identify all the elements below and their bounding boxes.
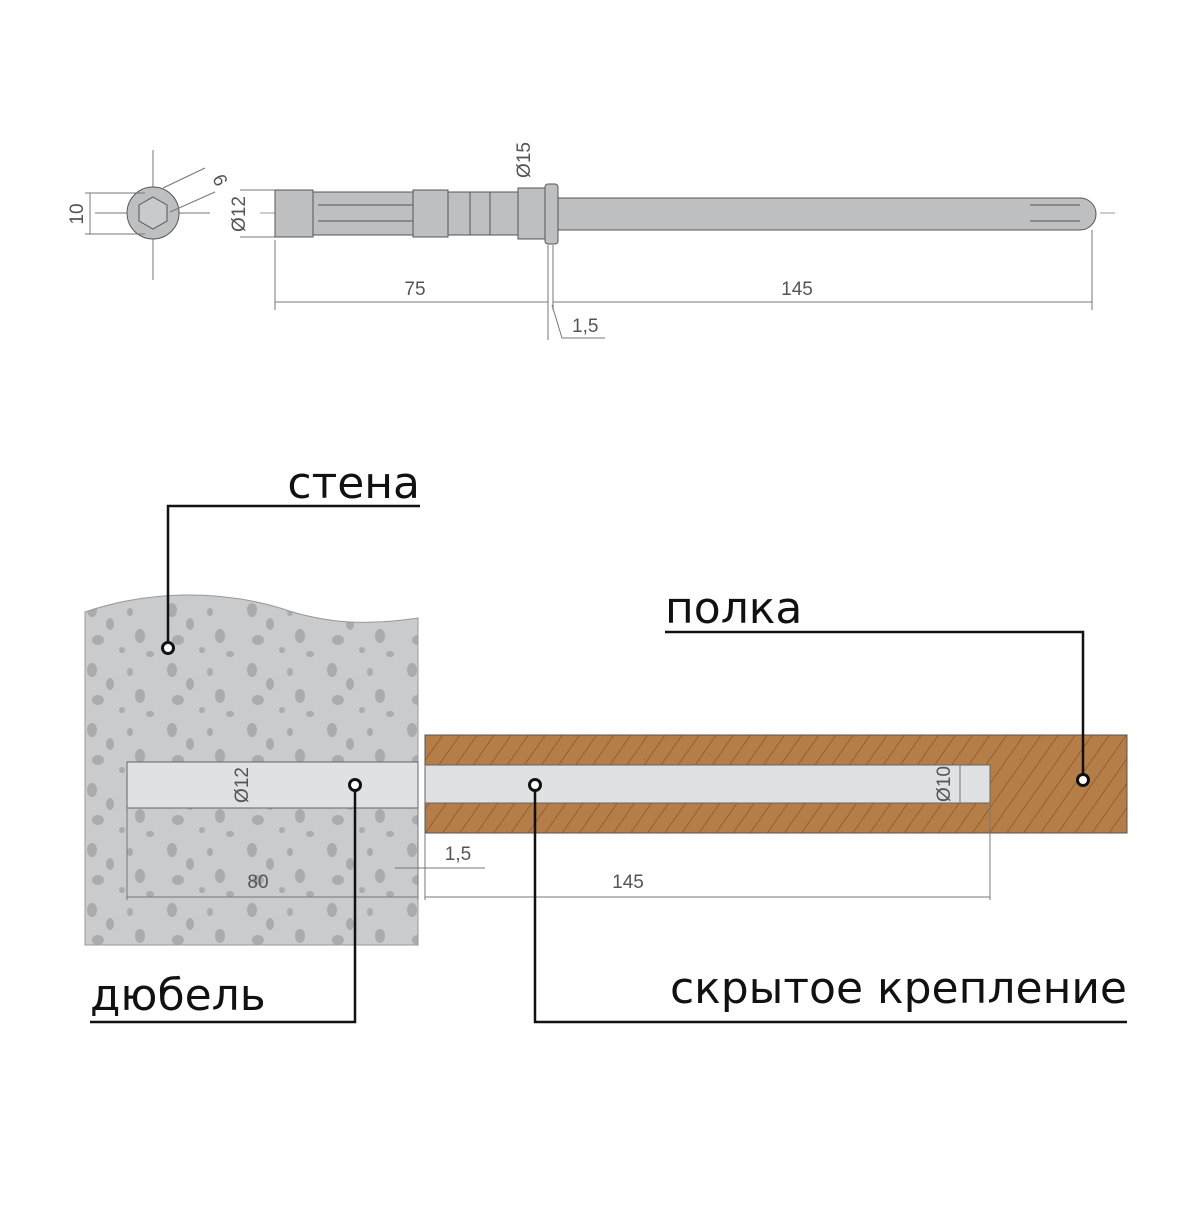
dowel (274, 187, 546, 240)
dowel-in-wall (126, 761, 419, 809)
label-hidden-mount: скрытое крепление (670, 963, 1127, 1014)
dim-hex-key: 6 (207, 171, 231, 189)
label-wall: стена (287, 458, 420, 509)
dim-rod-length: 145 (781, 279, 813, 300)
label-shelf: полка (665, 583, 802, 634)
product-drawing: 10 6 Ø12 Ø15 75 145 1,5 (67, 142, 1115, 340)
dim-dowel-depth: 80 (247, 872, 268, 893)
dim-gap-bottom: 1,5 (445, 844, 471, 865)
dim-rod-length-bottom: 145 (612, 872, 644, 893)
dim-dowel-diameter-bottom: Ø12 (232, 767, 253, 803)
dim-dowel-diameter: Ø12 (229, 196, 250, 232)
rod (557, 197, 1097, 231)
dim-collar-diameter: Ø15 (514, 142, 535, 178)
collar (544, 183, 559, 245)
label-dowel: дюбель (90, 970, 266, 1021)
dim-hex-height: 10 (67, 203, 88, 224)
dim-hole-diameter: Ø10 (934, 766, 955, 802)
dim-gap: 1,5 (572, 316, 598, 337)
shelf-hole (424, 764, 991, 804)
hex-socket-icon (138, 196, 168, 230)
installation-drawing: Ø12 Ø10 80 1,5 145 стена полка дюбель ск… (84, 458, 1128, 1024)
dim-dowel-length: 75 (404, 279, 425, 300)
